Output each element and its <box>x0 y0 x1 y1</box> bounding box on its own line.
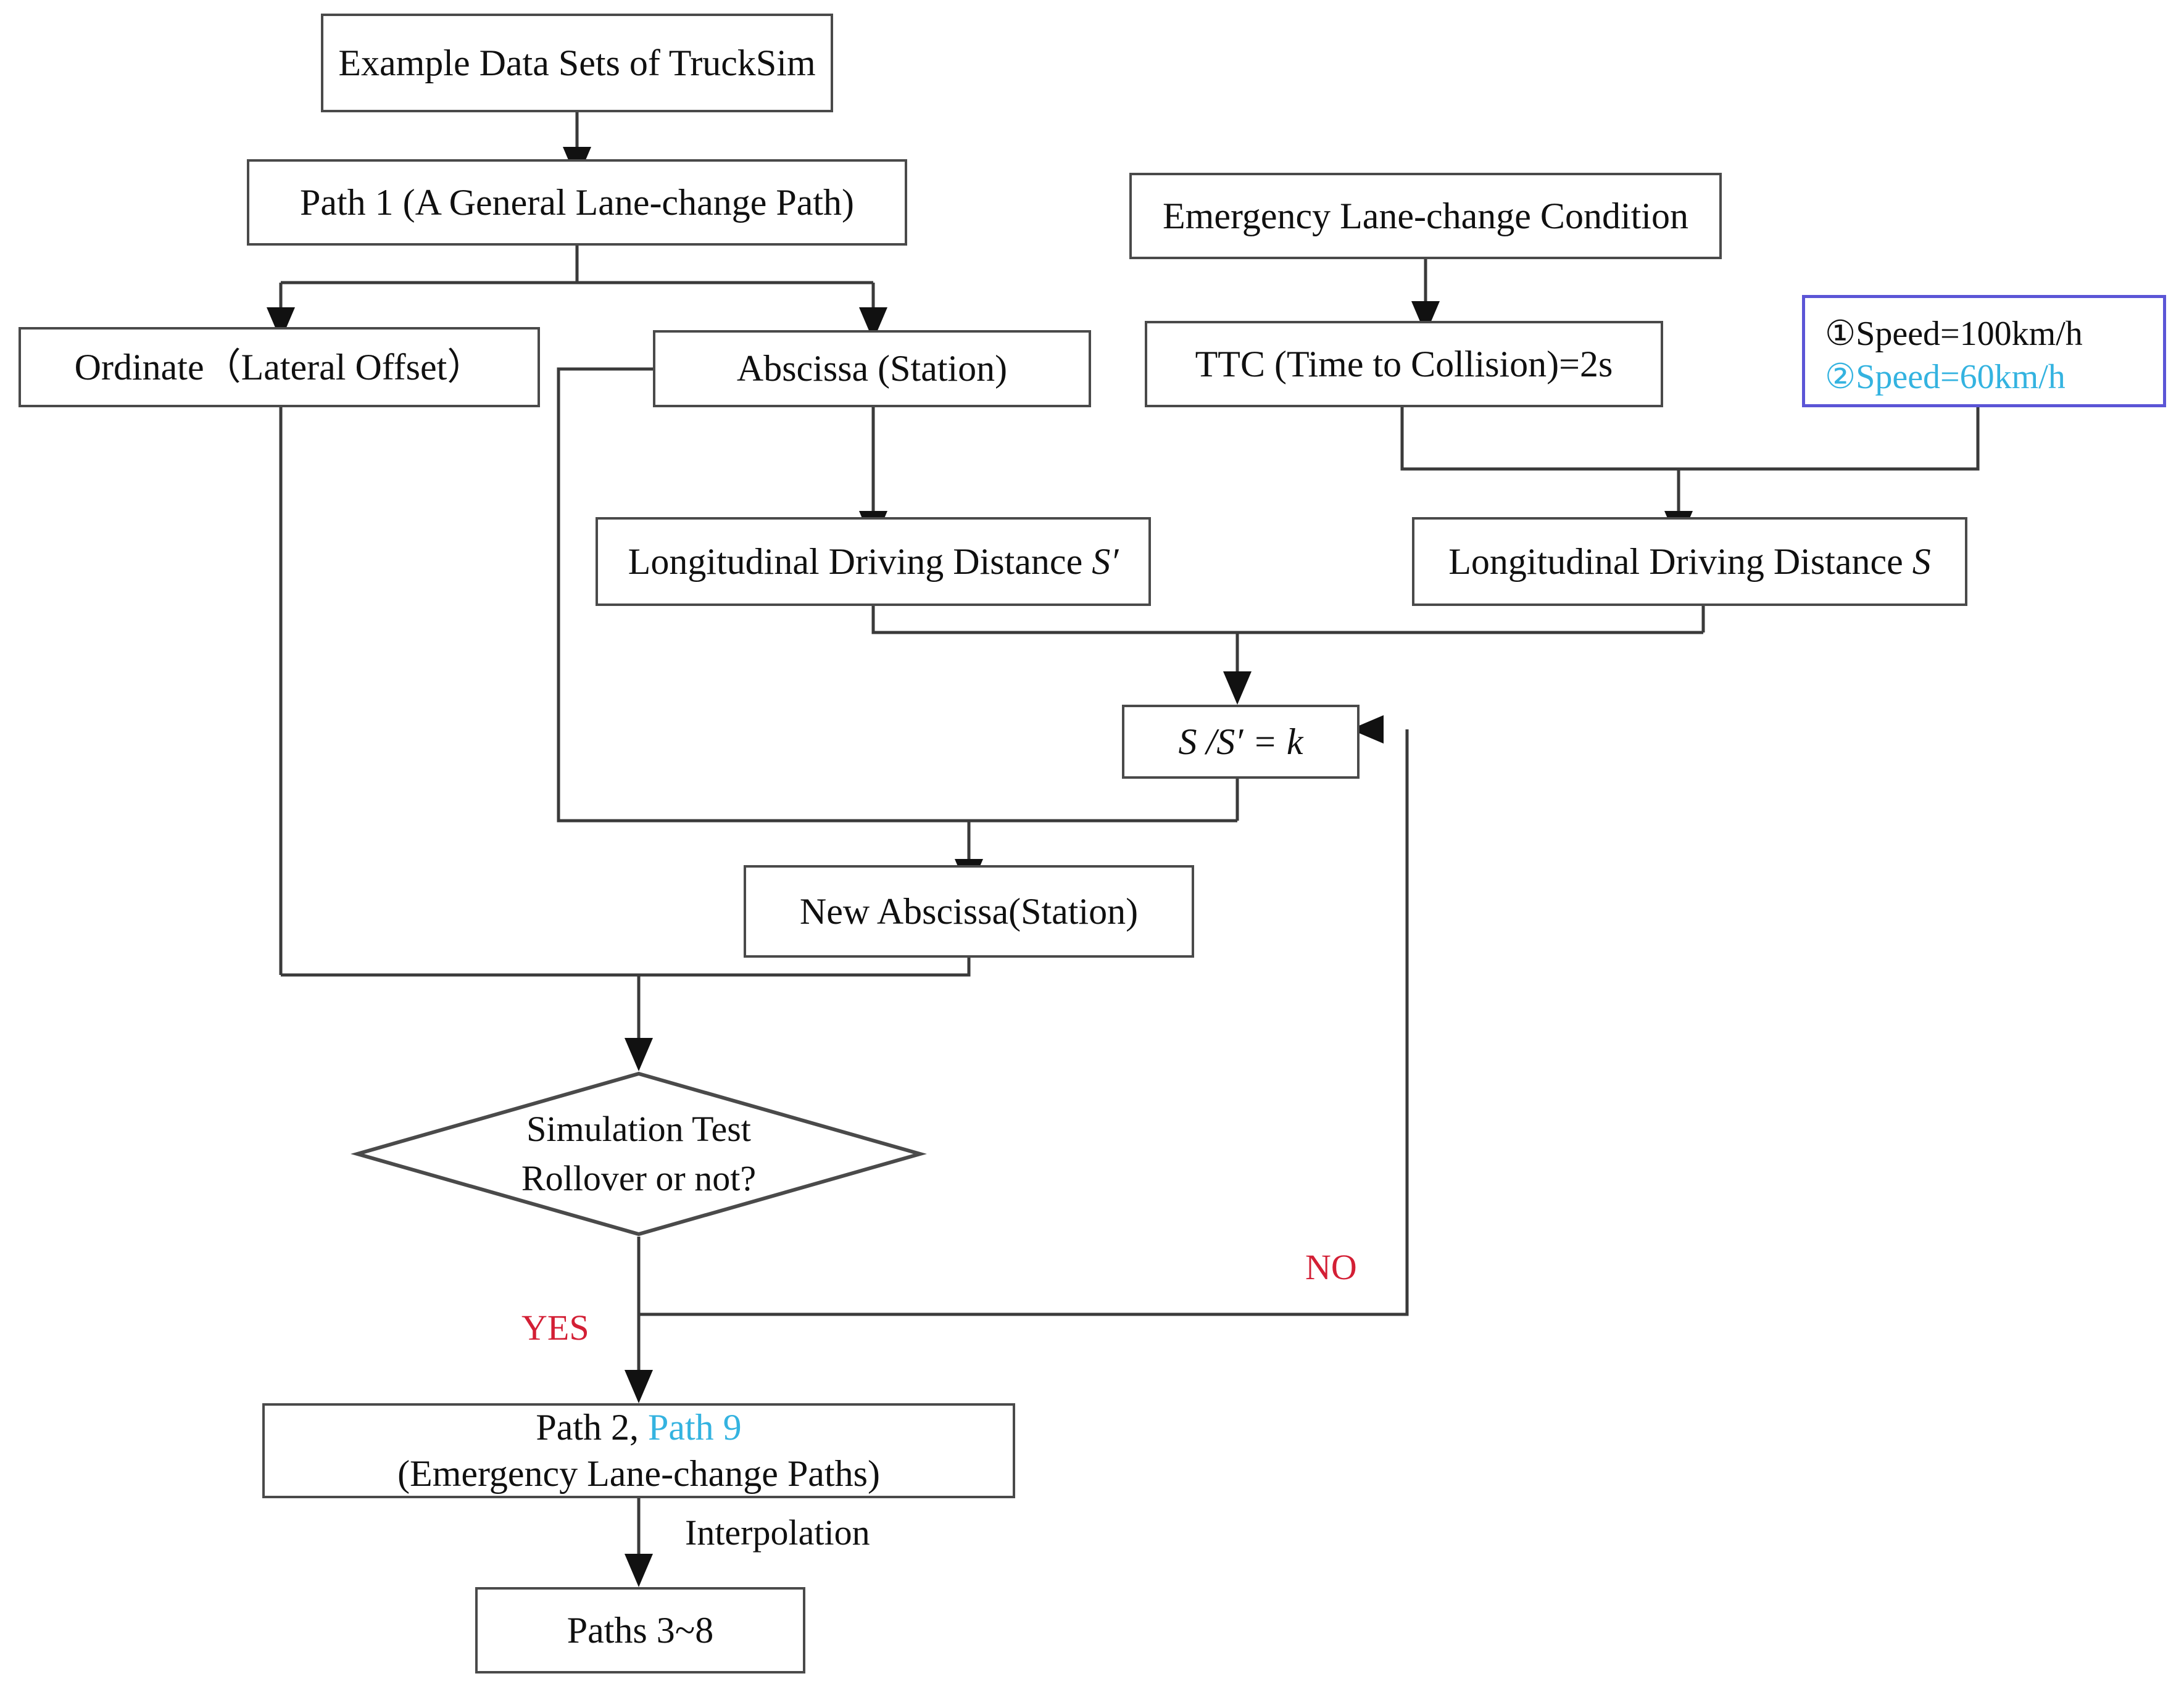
node-emergency-paths-line-2: (Emergency Lane-change Paths) <box>397 1453 880 1494</box>
decision-simulation-test[interactable]: Simulation Test Rollover or not? <box>351 1071 927 1237</box>
arrowhead-decision-yes <box>625 1370 653 1403</box>
node-new-abscissa[interactable]: New Abscissa(Station) <box>744 865 1194 958</box>
node-emergency-lane-change-paths[interactable]: Path 2, Path 9 (Emergency Lane-change Pa… <box>262 1403 1015 1498</box>
node-longitudinal-driving-distance-s-prime[interactable]: Longitudinal Driving Distance S′ <box>596 517 1151 606</box>
edge-sprime-merge <box>871 606 1703 634</box>
node-path-1-label: Path 1 (A General Lane-change Path) <box>300 181 854 223</box>
node-distance-s-prime-label: Longitudinal Driving Distance S′ <box>628 541 1119 582</box>
node-path-1[interactable]: Path 1 (A General Lane-change Path) <box>247 159 907 246</box>
arrowhead-to-decision <box>625 1038 653 1071</box>
node-paths-3-to-8[interactable]: Paths 3~8 <box>475 1587 805 1673</box>
edge-label-no: NO <box>1305 1247 1357 1287</box>
node-ordinate[interactable]: Ordinate（Lateral Offset） <box>19 327 540 407</box>
edge-new-abscissa-join <box>281 958 971 977</box>
note-speed-line-1: ①Speed=100km/h <box>1825 315 2083 353</box>
note-speed-settings[interactable]: ①Speed=100km/h ②Speed=60km/h <box>1802 295 2166 407</box>
arrowhead-to-paths-3-8 <box>625 1554 653 1587</box>
node-longitudinal-driving-distance-s[interactable]: Longitudinal Driving Distance S <box>1412 517 1967 606</box>
node-emergency-paths-highlight: Path 9 <box>648 1407 742 1448</box>
node-paths-3-to-8-label: Paths 3~8 <box>567 1609 714 1651</box>
edge-label-interpolation: Interpolation <box>685 1512 870 1553</box>
node-ratio-label: S /S′ = k <box>1178 721 1303 762</box>
node-emergency-paths-line-1: Path 2, Path 9 <box>536 1407 742 1448</box>
arrowhead-to-ratio <box>1223 671 1252 705</box>
edge-ttc-to-distance-s <box>1400 407 1680 517</box>
edge-path1-split <box>279 246 875 313</box>
node-ratio-s-over-s-prime[interactable]: S /S′ = k <box>1122 705 1360 779</box>
node-distance-s-label: Longitudinal Driving Distance S <box>1448 541 1931 582</box>
decision-diamond-shape <box>351 1071 927 1237</box>
node-example-data-sets[interactable]: Example Data Sets of TruckSim <box>321 14 833 112</box>
node-example-data-sets-label: Example Data Sets of TruckSim <box>338 42 816 83</box>
node-ttc[interactable]: TTC (Time to Collision)=2s <box>1145 321 1663 407</box>
edge-label-yes: YES <box>521 1308 589 1348</box>
node-ttc-label: TTC (Time to Collision)=2s <box>1195 343 1613 384</box>
edge-speed-note-join <box>1426 407 1980 471</box>
node-new-abscissa-label: New Abscissa(Station) <box>799 890 1139 932</box>
note-speed-line-2: ②Speed=60km/h <box>1825 358 2066 396</box>
node-abscissa-label: Abscissa (Station) <box>736 348 1008 389</box>
node-abscissa[interactable]: Abscissa (Station) <box>653 330 1091 407</box>
node-emergency-lane-change-condition-label: Emergency Lane-change Condition <box>1163 195 1688 236</box>
node-emergency-lane-change-condition[interactable]: Emergency Lane-change Condition <box>1129 173 1722 259</box>
node-ordinate-label: Ordinate（Lateral Offset） <box>74 346 484 388</box>
